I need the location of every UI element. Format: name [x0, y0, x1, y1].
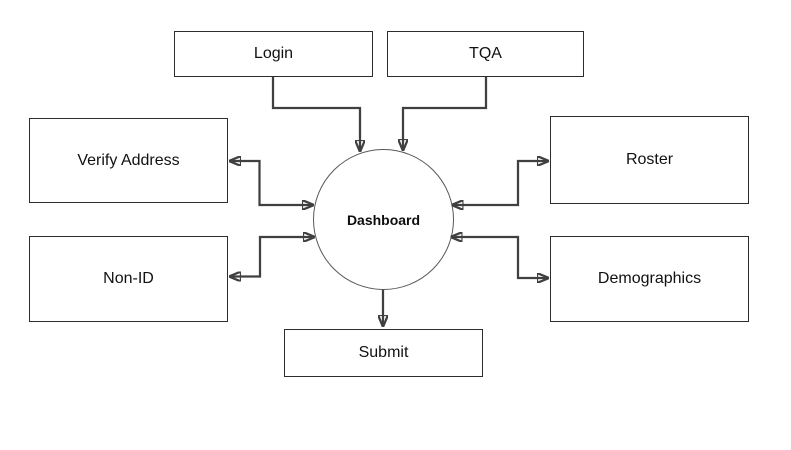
node-dashboard-label: Dashboard — [346, 211, 421, 228]
node-login: Login — [174, 31, 373, 77]
node-verify-address: Verify Address — [29, 118, 228, 203]
node-demographics: Demographics — [550, 236, 749, 322]
node-login-label: Login — [253, 45, 294, 62]
node-dashboard: Dashboard — [313, 149, 454, 290]
node-demographics-label: Demographics — [597, 270, 702, 287]
node-roster-label: Roster — [625, 151, 674, 168]
node-submit-label: Submit — [358, 344, 409, 361]
node-submit: Submit — [284, 329, 483, 377]
edge-dashboard-non-id-two-way — [230, 237, 314, 277]
edge-dashboard-verify-address-two-way — [230, 161, 313, 205]
node-non-id: Non-ID — [29, 236, 228, 322]
edge-login-to-dashboard — [271, 77, 360, 151]
node-tqa-label: TQA — [469, 45, 502, 62]
node-tqa: TQA — [387, 31, 584, 77]
node-roster: Roster — [550, 116, 749, 204]
node-verify-address-label: Verify Address — [77, 151, 180, 169]
edge-tqa-to-dashboard — [403, 77, 488, 150]
edge-dashboard-roster-two-way — [453, 161, 549, 205]
edge-dashboard-demographics-two-way — [452, 237, 549, 278]
node-non-id-label: Non-ID — [103, 270, 154, 287]
